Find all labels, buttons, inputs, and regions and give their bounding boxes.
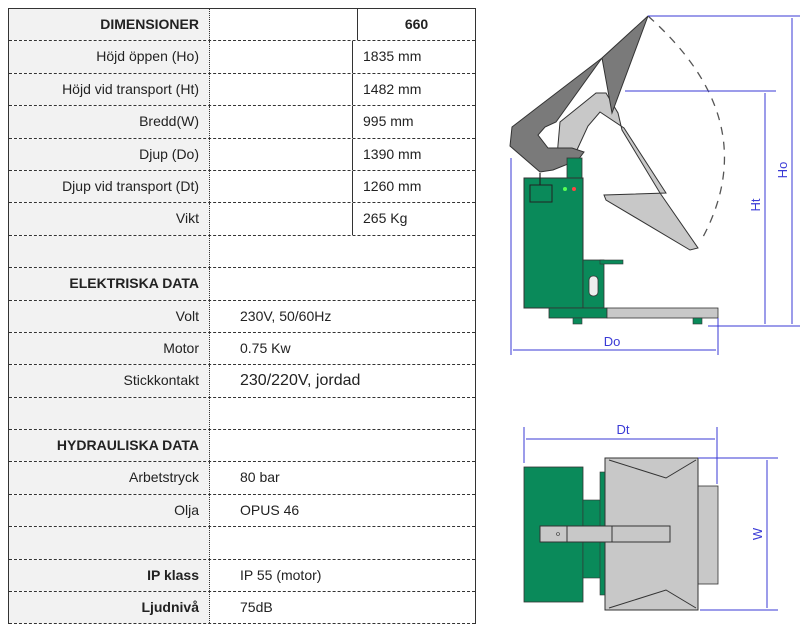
table-row-blank <box>9 527 475 560</box>
table-row-blank <box>9 235 475 269</box>
table-row: Arbetstryck 80 bar <box>9 462 475 495</box>
dark-arm <box>509 15 649 173</box>
control-box <box>529 184 553 203</box>
row-label: Stickkontakt <box>9 365 210 397</box>
table-row: Djup (Do) 1390 mm <box>9 138 475 171</box>
table-row-hydraulic-header: HYDRAULISKA DATA <box>9 430 475 463</box>
table-row: Vikt 265 Kg <box>9 203 475 236</box>
row-value: 265 Kg <box>363 210 408 227</box>
top-view <box>523 457 719 611</box>
machine-body <box>523 177 584 309</box>
row-label: Olja <box>9 494 210 527</box>
table-row: Motor 0.75 Kw <box>9 332 475 366</box>
row-value: 230/220V, jordad <box>240 372 361 390</box>
row-value: 1260 mm <box>363 177 422 194</box>
top-arm <box>539 525 671 543</box>
table-row: Stickkontakt 230/220V, jordad <box>9 365 475 398</box>
ht-label: Ht <box>748 198 763 211</box>
row-value: 1390 mm <box>363 145 422 162</box>
do-label: Do <box>604 334 621 349</box>
top-view-dimensions: Dt W <box>523 422 778 611</box>
row-label: IP klass <box>9 559 210 592</box>
row-value: 80 bar <box>240 469 280 486</box>
red-lamp-icon <box>572 187 576 191</box>
table-row-dimensions-header: DIMENSIONER 660 <box>9 9 475 42</box>
row-label: Djup vid transport (Dt) <box>9 170 210 203</box>
row-value: 1835 mm <box>363 48 422 65</box>
green-lamp-icon <box>563 187 567 191</box>
row-label: Höjd öppen (Ho) <box>9 41 210 73</box>
row-label: Arbetstryck <box>9 462 210 494</box>
model-number: 660 <box>404 16 429 32</box>
row-label: Vikt <box>9 203 210 235</box>
section-heading: DIMENSIONER <box>9 9 210 41</box>
row-value: 75dB <box>240 599 273 616</box>
section-heading: HYDRAULISKA DATA <box>9 430 210 462</box>
row-label: Bredd(W) <box>9 106 210 138</box>
table-row: Höjd vid transport (Ht) 1482 mm <box>9 73 475 107</box>
row-label: Djup (Do) <box>9 138 210 170</box>
row-value: 995 mm <box>363 113 414 130</box>
row-value: 230V, 50/60Hz <box>240 307 332 324</box>
dt-label: Dt <box>617 422 630 437</box>
base-green <box>548 307 608 319</box>
side-view-dimensions: Ho Ht Do <box>510 15 800 355</box>
ho-label: Ho <box>775 162 790 179</box>
neck <box>566 157 583 179</box>
table-row: Olja OPUS 46 <box>9 494 475 528</box>
swing-arc <box>647 15 726 238</box>
row-label: Höjd vid transport (Ht) <box>9 73 210 106</box>
table-row-blank <box>9 397 475 431</box>
row-value: 1482 mm <box>363 80 422 97</box>
w-label: W <box>750 527 765 540</box>
row-value: IP 55 (motor) <box>240 566 322 583</box>
section-heading: ELEKTRISKA DATA <box>9 268 210 300</box>
table-row: Höjd öppen (Ho) 1835 mm <box>9 41 475 74</box>
table-row: Bredd(W) 995 mm <box>9 106 475 139</box>
row-value: OPUS 46 <box>240 501 300 518</box>
row-label: Motor <box>9 332 210 365</box>
row-value: 0.75 Kw <box>240 339 291 356</box>
table-row: IP klass IP 55 (motor) <box>9 559 475 593</box>
row-label: Volt <box>9 300 210 332</box>
base-gray <box>606 307 719 319</box>
table-row-electrical-header: ELEKTRISKA DATA <box>9 268 475 301</box>
side-view <box>509 15 726 325</box>
table-row: Volt 230V, 50/60Hz <box>9 300 475 333</box>
table-row: Djup vid transport (Dt) 1260 mm <box>9 170 475 204</box>
